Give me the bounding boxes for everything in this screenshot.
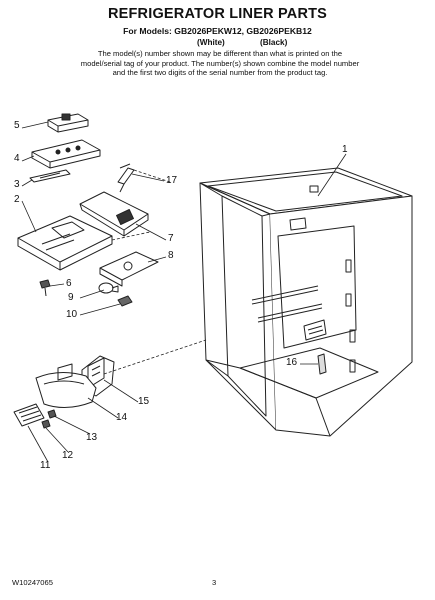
- page-number: 3: [212, 578, 217, 587]
- callout-15: 15: [138, 396, 150, 407]
- callout-2: 2: [14, 194, 20, 205]
- callout-14: 14: [116, 412, 128, 423]
- callout-1: 1: [342, 144, 348, 155]
- part-14: [35, 372, 97, 408]
- callout-7: 7: [168, 233, 174, 244]
- page-title: REFRIGERATOR LINER PARTS: [107, 6, 328, 22]
- callout-3: 3: [14, 179, 20, 190]
- part-6: [39, 279, 51, 289]
- liner-box: [199, 167, 413, 437]
- part-10: [117, 295, 133, 307]
- part-9: [98, 282, 114, 294]
- callout-9: 9: [68, 292, 74, 303]
- callout-8: 8: [168, 250, 174, 261]
- callout-13: 13: [86, 432, 98, 443]
- variant-black: (Black): [260, 38, 288, 47]
- models-line: For Models: GB2026PEKW12, GB2026PEKB12: [123, 26, 312, 36]
- callout-16: 16: [286, 357, 298, 368]
- part-8: [99, 251, 159, 281]
- part-11: [13, 403, 45, 427]
- part-12: [41, 419, 51, 429]
- part-7: [79, 191, 149, 231]
- callout-5: 5: [14, 120, 20, 131]
- callout-10: 10: [66, 309, 78, 320]
- model-note: The model(s) number shown may be differe…: [80, 49, 360, 78]
- part-17: [117, 167, 135, 185]
- variant-white: (White): [197, 38, 225, 47]
- document-number: W10247065: [12, 578, 53, 587]
- callout-11: 11: [40, 460, 51, 471]
- callout-6: 6: [66, 278, 72, 289]
- callout-4: 4: [14, 153, 20, 164]
- callout-12: 12: [62, 450, 74, 461]
- callout-17: 17: [166, 175, 178, 186]
